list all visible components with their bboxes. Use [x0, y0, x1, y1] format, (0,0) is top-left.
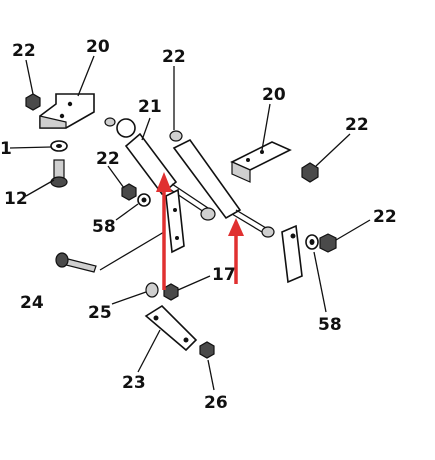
hex-nut-right-bracket [301, 162, 319, 183]
bolt-12 [50, 159, 68, 188]
left-mounting-bracket [39, 93, 95, 129]
washer-58-left [137, 193, 151, 207]
callout-21: 21 [138, 97, 162, 117]
callout-58-left: 58 [92, 217, 116, 237]
callout-20-left: 20 [86, 37, 110, 57]
callout-22-right-lower: 22 [373, 207, 397, 227]
lever-arm-23 [144, 304, 198, 352]
right-lower-plate [281, 224, 303, 284]
gas-strut-right [169, 130, 275, 238]
red-arrow-left [156, 172, 172, 290]
right-mounting-bracket [230, 141, 292, 183]
leader-lines [9, 55, 371, 391]
callout-25: 25 [88, 303, 112, 323]
callout-24: 24 [20, 293, 44, 313]
callout-23: 23 [122, 373, 146, 393]
hex-nut-left-mid [121, 183, 137, 201]
callout-1: 1 [0, 139, 12, 159]
hex-nut-top-left [25, 93, 41, 111]
nut-17 [163, 283, 179, 301]
bushing-25 [145, 282, 159, 298]
hex-nut-right-lower [319, 233, 337, 253]
callout-17: 17 [212, 265, 236, 285]
callout-58-right: 58 [318, 315, 342, 335]
callout-22-top-left: 22 [12, 41, 36, 61]
nut-26 [199, 341, 215, 359]
washer-1 [50, 140, 68, 152]
washer-58-right [305, 234, 319, 250]
callout-22-right-upper: 22 [345, 115, 369, 135]
callout-26: 26 [204, 393, 228, 413]
callout-22-top-center: 22 [162, 47, 186, 67]
callout-22-left-mid: 22 [96, 149, 120, 169]
callout-20-right: 20 [262, 85, 286, 105]
red-arrow-right [228, 218, 244, 284]
callout-12: 12 [4, 189, 28, 209]
long-bolt-24 [55, 252, 97, 273]
left-lower-plate [165, 188, 185, 254]
